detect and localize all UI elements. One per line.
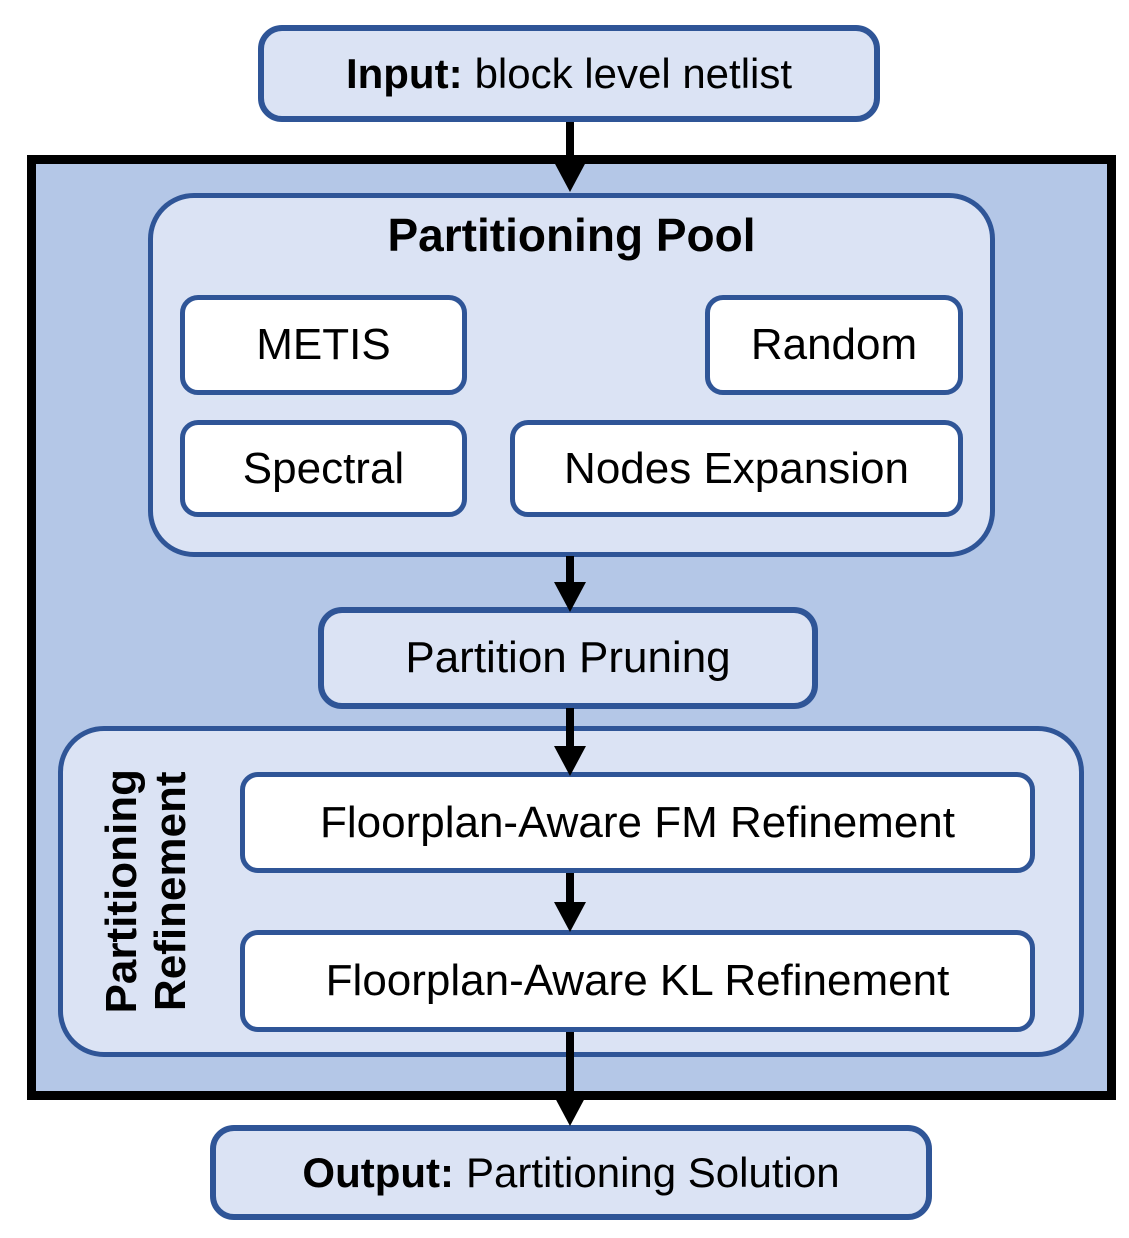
output-box: Output: Partitioning Solution (210, 1125, 932, 1220)
input-box: Input: block level netlist (258, 25, 880, 122)
partitioning-pool-title: Partitioning Pool (387, 209, 756, 261)
arrow-fm-to-kl (554, 873, 586, 932)
spectral-box: Spectral (180, 420, 467, 517)
random-box: Random (705, 295, 963, 395)
random-label: Random (750, 320, 918, 369)
input-label-text: block level netlist (474, 49, 793, 97)
arrow-head (554, 746, 586, 776)
fm-refinement-box: Floorplan-Aware FM Refinement (240, 772, 1035, 873)
kl-refinement-label: Floorplan-Aware KL Refinement (325, 956, 950, 1005)
arrow-shaft (566, 122, 574, 166)
refinement-title-line2: Refinement (146, 771, 195, 1012)
fm-refinement-label: Floorplan-Aware FM Refinement (320, 797, 955, 847)
output-label-text: Partitioning Solution (466, 1148, 840, 1196)
nodes-expansion-label: Nodes Expansion (564, 443, 909, 493)
output-label-bold: Output: (302, 1148, 454, 1196)
arrow-head (554, 1096, 586, 1126)
nodes-expansion-box: Nodes Expansion (510, 420, 963, 517)
arrow-kl-to-output (554, 1032, 586, 1126)
arrow-pruning-to-fm (554, 708, 586, 776)
arrow-head (554, 162, 586, 192)
metis-label: METIS (256, 320, 391, 369)
arrow-shaft (566, 1032, 574, 1100)
arrow-shaft (566, 708, 574, 750)
kl-refinement-box: Floorplan-Aware KL Refinement (240, 930, 1035, 1032)
arrow-shaft (566, 873, 574, 906)
arrow-input-to-pool (554, 122, 586, 192)
partition-pruning-label: Partition Pruning (405, 633, 731, 682)
arrow-pool-to-pruning (554, 556, 586, 612)
refinement-title-line1: Partitioning (96, 769, 146, 1014)
arrow-head (554, 902, 586, 932)
spectral-label: Spectral (242, 443, 405, 493)
partition-pruning-box: Partition Pruning (318, 607, 818, 709)
arrow-head (554, 582, 586, 612)
input-label-bold: Input: (345, 49, 463, 97)
metis-box: METIS (180, 295, 467, 395)
arrow-shaft (566, 556, 574, 586)
partitioning-refinement-title: Partitioning Refinement (62, 726, 230, 1057)
